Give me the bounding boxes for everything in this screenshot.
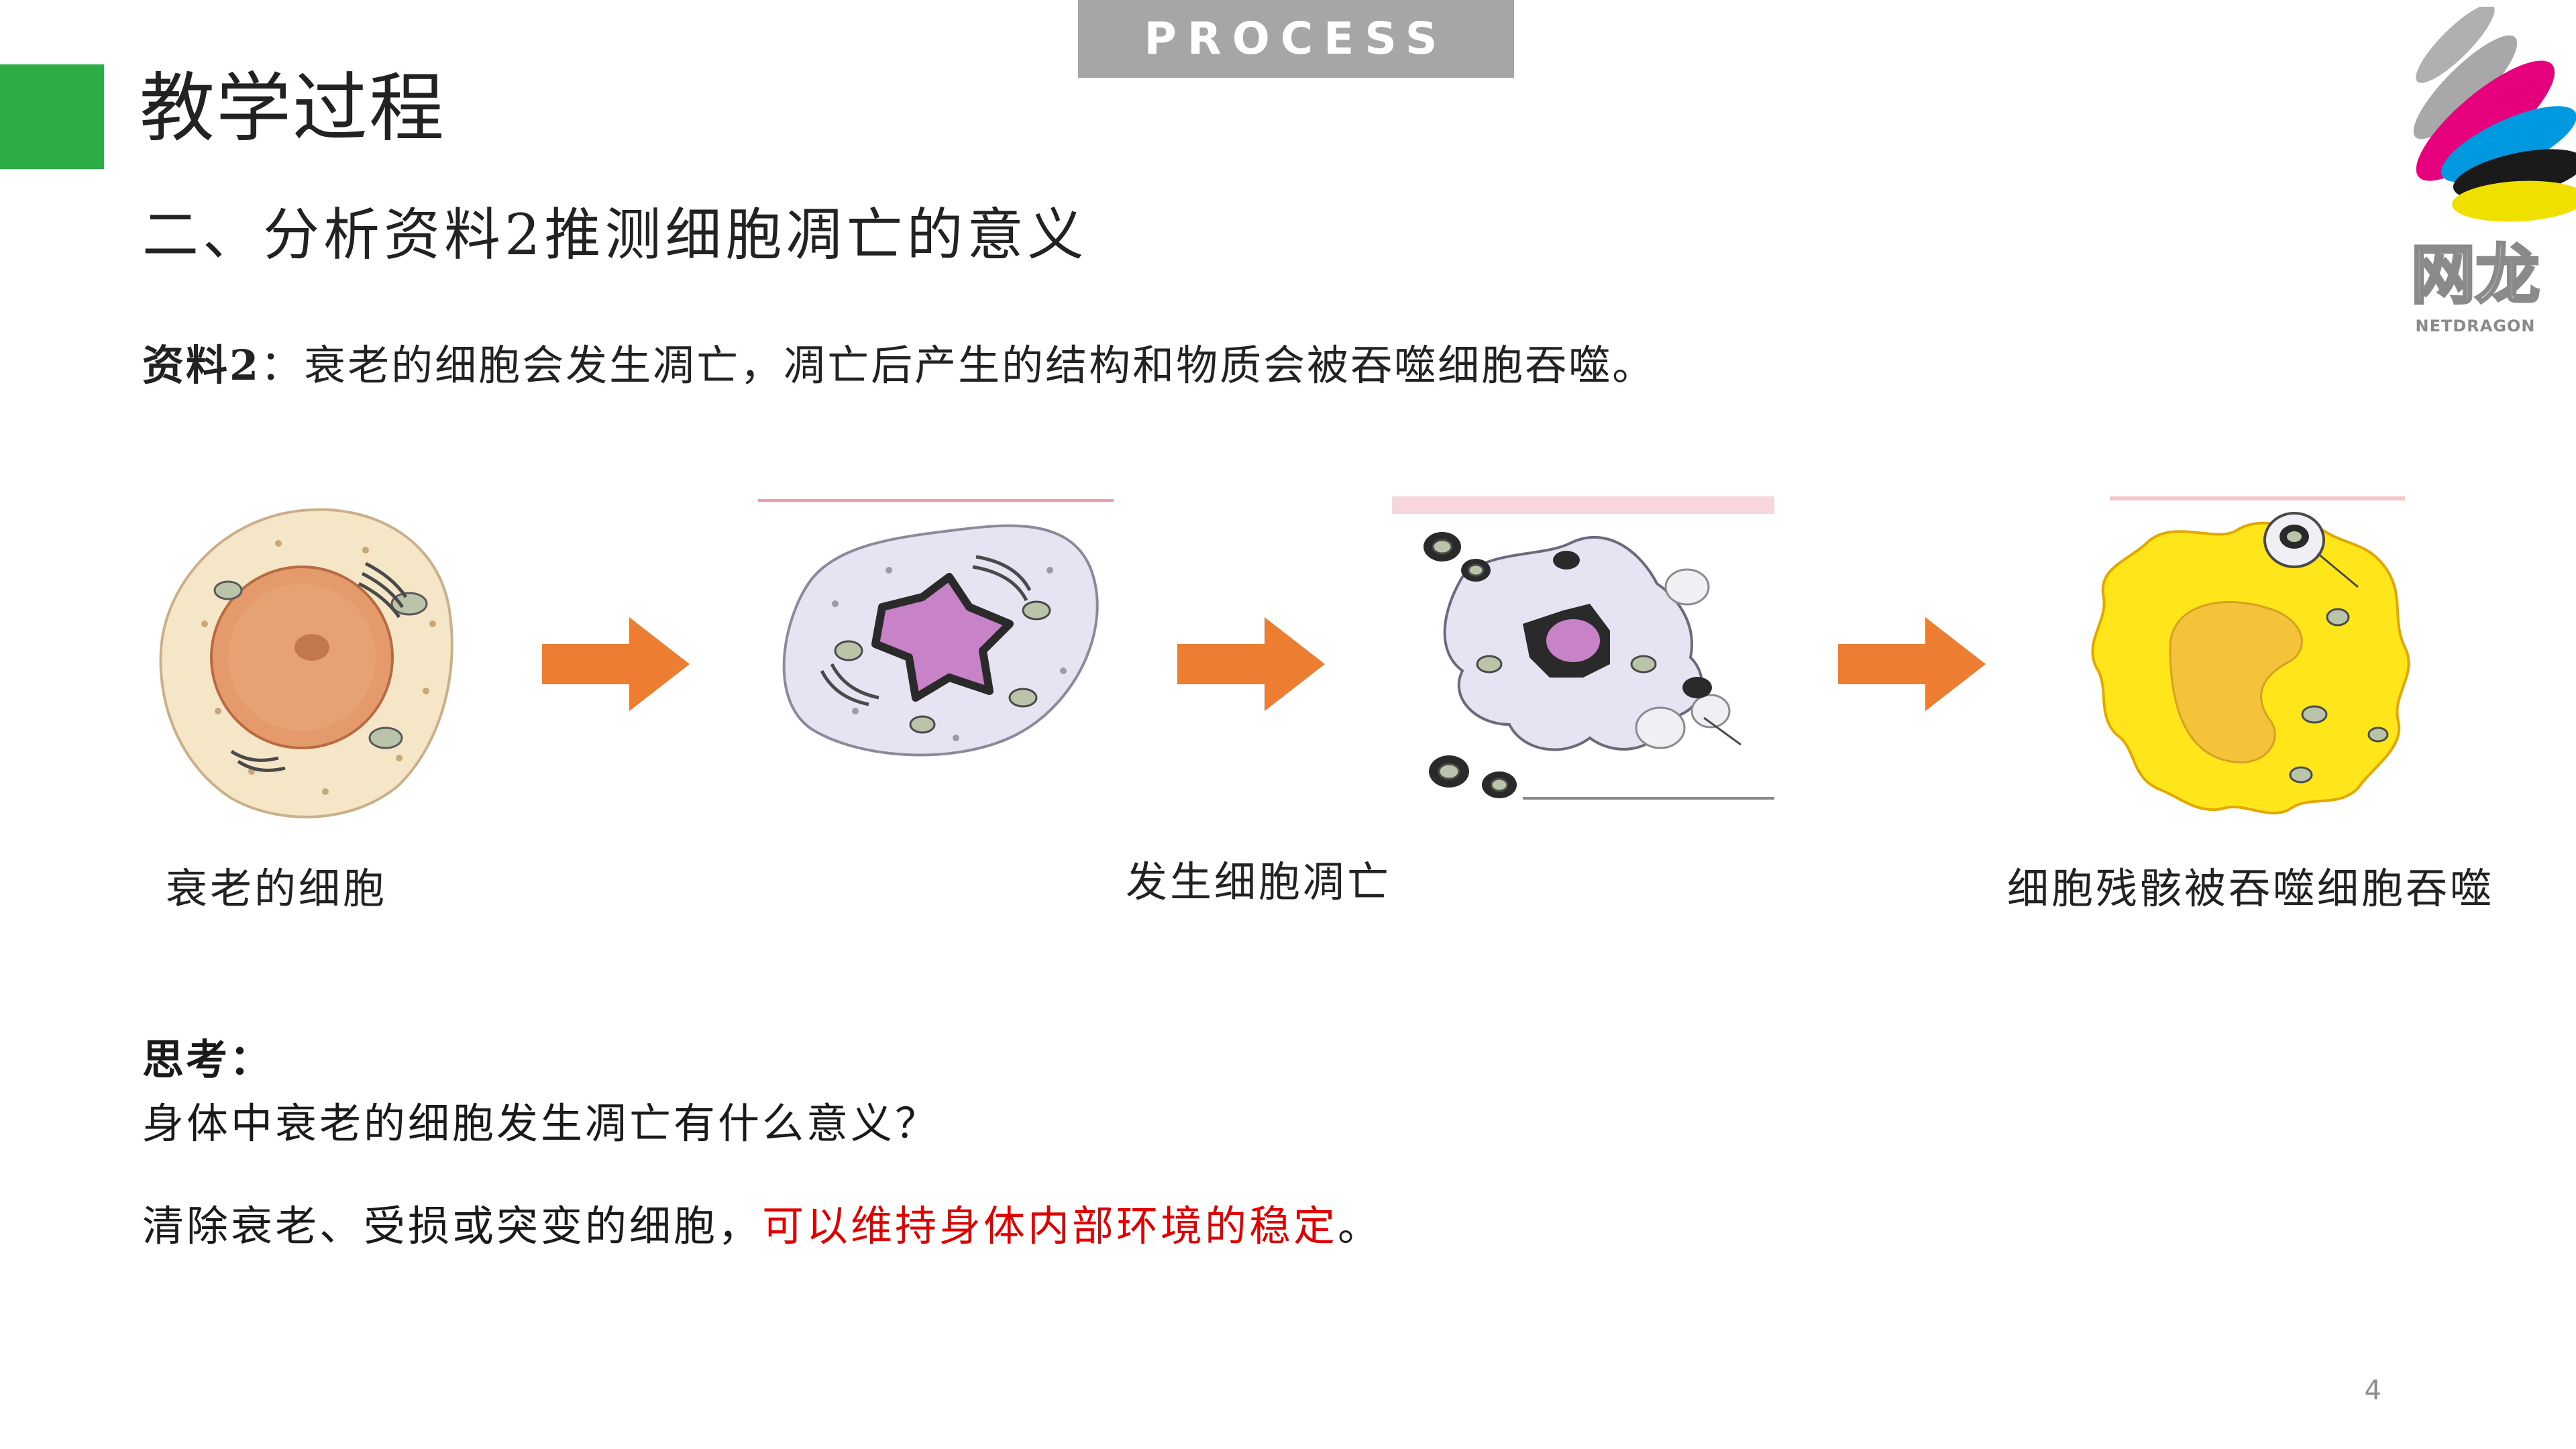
section-subtitle: 二、分析资料2推测细胞凋亡的意义 [142,202,1088,268]
logo-text-en: NETDRAGON [2415,317,2536,335]
answer-period: 。 [1338,1201,1383,1250]
process-tab: PROCESS [1078,0,1514,78]
stage-label-apoptosis: 发生细胞凋亡 [1126,857,1392,906]
netdragon-logo: 网龙 NETDRAGON [2375,4,2576,342]
phagocyte-cell-image [2091,496,2410,815]
thinking-answer: 清除衰老、受损或突变的细胞，可以维持身体内部环境的稳定。 [142,1196,1382,1256]
material-label: 资料2 [142,341,261,390]
thinking-title: 思考： [142,1035,274,1084]
answer-highlight: 可以维持身体内部环境的稳定 [762,1201,1338,1250]
logo-text-cn: 网龙 [2410,237,2541,313]
arrow-right-icon [1838,617,1986,711]
page-title: 教学过程 [140,65,445,152]
answer-text: 清除衰老、受损或突变的细胞， [142,1201,763,1250]
stage-label-senescent: 衰老的细胞 [166,864,388,913]
logo-feather-icon [2413,4,2576,222]
material-colon: ： [260,341,305,390]
page-number: 4 [2364,1375,2381,1406]
arrow-right-icon [1177,617,1325,711]
apoptotic-bodies-image [1392,496,1774,800]
accent-bar [0,64,104,169]
arrow-right-icon [542,617,690,711]
stage-label-engulfed: 细胞残骸被吞噬细胞吞噬 [2007,864,2495,913]
material-text: 衰老的细胞会发生凋亡，凋亡后产生的结构和物质会被吞噬细胞吞噬。 [304,341,1656,390]
thinking-question: 身体中衰老的细胞发生凋亡有什么意义？ [142,1099,940,1148]
senescent-cell-image [159,508,453,818]
apoptotic-cell-image [758,499,1114,757]
material-paragraph: 资料2：衰老的细胞会发生凋亡，凋亡后产生的结构和物质会被吞噬细胞吞噬。 [142,335,1656,396]
